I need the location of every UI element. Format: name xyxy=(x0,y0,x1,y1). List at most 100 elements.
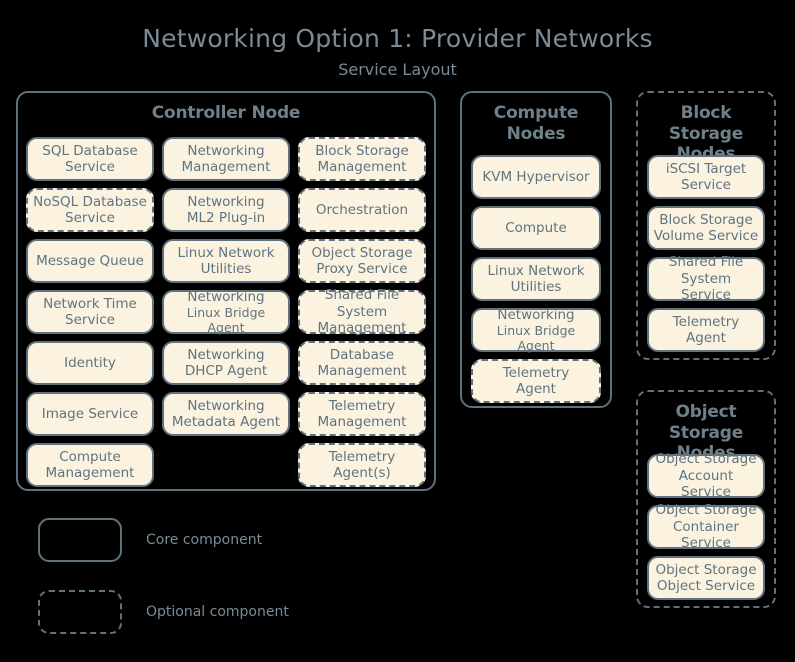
service-box[interactable]: Orchestration xyxy=(298,188,426,232)
service-label-line2: Management xyxy=(317,414,407,430)
legend-row: Optional component xyxy=(38,590,289,634)
service-box[interactable]: Message Queue xyxy=(26,239,154,283)
service-label-line1: Linux Network xyxy=(487,262,585,279)
service-label-line1: SQL Database xyxy=(42,142,138,159)
service-label-line1: Networking xyxy=(187,346,265,363)
service-box[interactable]: Image Service xyxy=(26,392,154,436)
service-label-line1: Compute xyxy=(59,448,121,465)
service-label-line2: Account Service xyxy=(678,467,734,501)
service-label-line1: Shared File System xyxy=(324,287,400,320)
service-label-line2: Metadata Agent xyxy=(171,414,281,430)
service-label-line1: Networking xyxy=(187,288,265,305)
service-label-line1: Object Storage xyxy=(311,244,413,261)
service-label-line1: Identity xyxy=(64,354,116,371)
service-label-line1: Object Storage xyxy=(655,561,757,578)
service-label-line1: Telemetry xyxy=(328,397,396,414)
service-label-line2: Management xyxy=(317,320,407,337)
service-label-line2: Utilities xyxy=(510,279,562,295)
service-label-line1: Networking xyxy=(187,397,265,414)
node-block-storage: Block Storage Nodes iSCSI TargetServiceB… xyxy=(636,91,776,360)
service-label-line1: Object Storage xyxy=(655,451,757,468)
service-label-line2: Service xyxy=(65,210,115,226)
service-label-line1: Networking xyxy=(187,142,265,159)
service-label-line2: Utilities xyxy=(200,261,252,277)
service-label-line1: Compute xyxy=(505,219,567,236)
service-box[interactable]: KVM Hypervisor xyxy=(471,155,601,199)
legend-label: Core component xyxy=(146,532,263,548)
service-label-line1: Networking xyxy=(187,193,265,210)
node-object-storage: Object Storage Nodes Object StorageAccou… xyxy=(636,390,776,608)
service-label-line1: Message Queue xyxy=(36,252,144,269)
service-label-line1: Telemetry xyxy=(502,364,570,381)
service-label-line1: Telemetry xyxy=(328,448,396,465)
service-box[interactable]: Compute xyxy=(471,206,601,250)
service-label-line1: Telemetry xyxy=(672,313,740,330)
service-label-line2: Agent(s) xyxy=(333,465,391,481)
legend-swatch-optional xyxy=(38,590,122,634)
service-label-line1: iSCSI Target xyxy=(665,160,747,177)
service-label-line2: ML2 Plug-in xyxy=(186,210,266,226)
service-label-line2: Volume Service xyxy=(653,228,759,244)
service-label-line1: Networking xyxy=(497,306,575,323)
service-label-line2: Management xyxy=(317,363,407,379)
node-compute-title: Compute Nodes xyxy=(493,103,579,144)
service-label-line1: Block Storage xyxy=(315,142,409,159)
service-label-line2: Service xyxy=(681,287,731,304)
page-subtitle: Service Layout xyxy=(338,60,457,79)
service-label-line1: Object Storage xyxy=(655,502,757,519)
service-label-line2: Service xyxy=(65,159,115,175)
service-label-line1: Linux Network xyxy=(177,244,275,261)
service-label-line1: Block Storage xyxy=(659,211,753,228)
service-label-line2: DHCP Agent xyxy=(184,363,268,379)
service-label-line2: Linux Bridge Agent xyxy=(186,304,266,336)
service-box[interactable]: Identity xyxy=(26,341,154,385)
legend-label: Optional component xyxy=(146,604,289,620)
legend-row: Core component xyxy=(38,518,289,562)
service-label-line1: Shared File System xyxy=(668,254,744,287)
service-label-line2: Object Service xyxy=(656,578,756,594)
service-label-line2: Container Service xyxy=(673,518,739,552)
service-label-line2: Service xyxy=(65,312,115,328)
service-label-line1: Network Time xyxy=(43,295,137,312)
node-controller-title: Controller Node xyxy=(151,103,301,123)
service-label-line2: Linux Bridge Agent xyxy=(496,322,576,354)
service-label-line1: Database xyxy=(329,346,395,363)
service-label-line1: Orchestration xyxy=(315,201,409,218)
service-label-line2: Proxy Service xyxy=(316,261,408,277)
service-label-line1: Image Service xyxy=(41,405,139,422)
service-label-line2: Agent xyxy=(516,381,556,397)
